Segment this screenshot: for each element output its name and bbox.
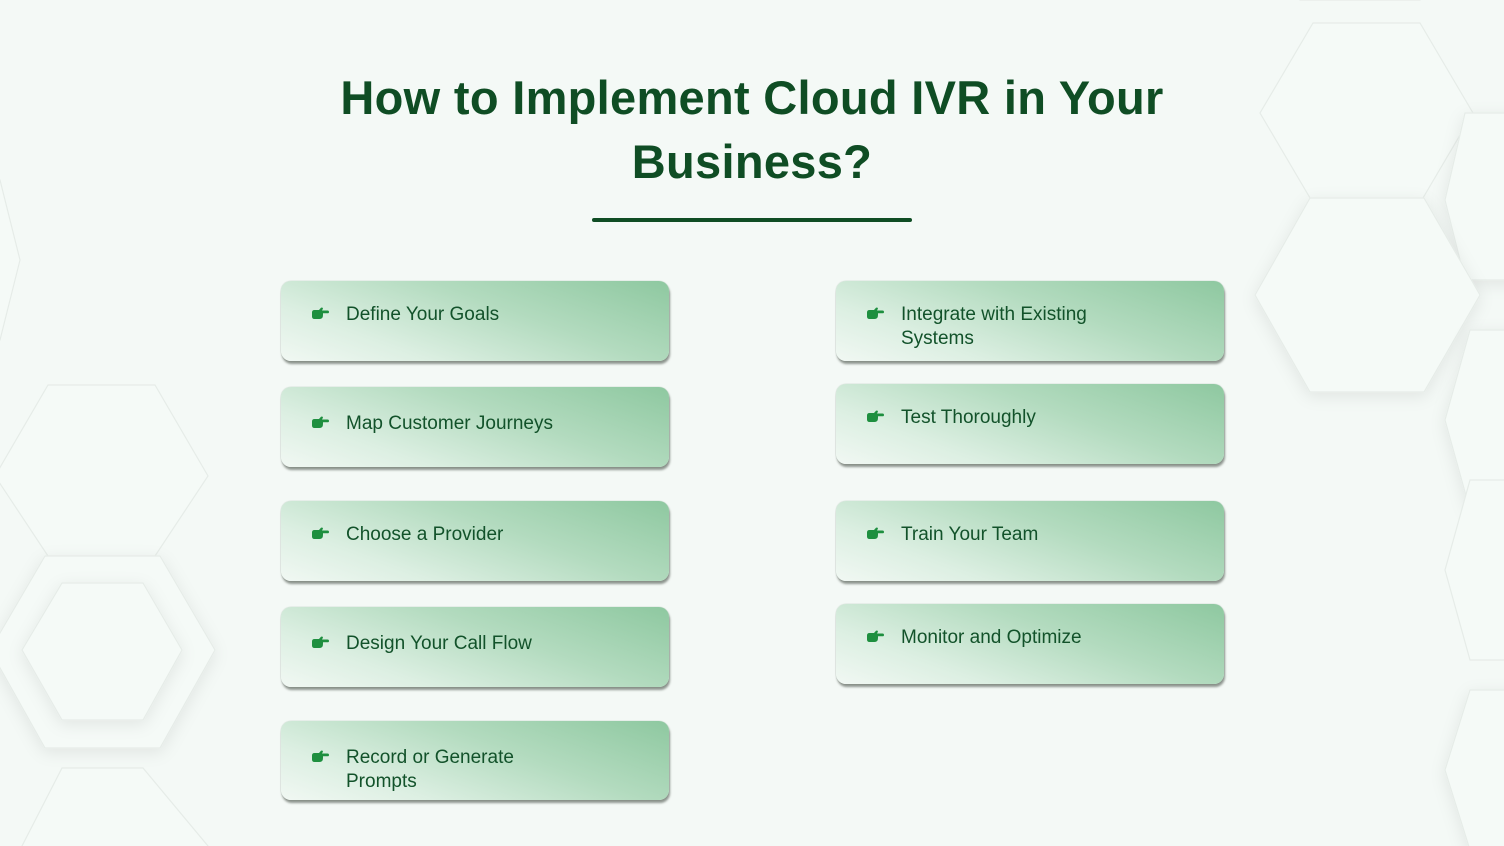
step-card-map-journeys[interactable]: Map Customer Journeys — [281, 387, 669, 467]
step-label: Define Your Goals — [346, 304, 500, 325]
pointing-hand-icon — [312, 527, 329, 539]
pointing-hand-icon — [867, 527, 884, 539]
step-label: Map Customer Journeys — [346, 413, 553, 434]
pointing-hand-icon — [312, 636, 329, 648]
pointing-hand-icon — [867, 307, 884, 319]
step-card-design-call-flow[interactable]: Design Your Call Flow — [281, 607, 669, 687]
title-underline — [592, 218, 912, 222]
step-card-record-prompts[interactable]: Record or Generate Prompts — [281, 721, 669, 800]
step-card-integrate-systems[interactable]: Integrate with Existing Systems — [836, 281, 1224, 361]
title-line-2: Business? — [631, 135, 873, 188]
pointing-hand-icon — [312, 307, 329, 319]
pointing-hand-icon — [867, 410, 884, 422]
pointing-hand-icon — [867, 630, 884, 642]
step-label: Choose a Provider — [346, 524, 504, 545]
step-card-train-team[interactable]: Train Your Team — [836, 501, 1224, 581]
step-label: Integrate with Existing Systems — [901, 304, 1087, 349]
step-label: Train Your Team — [901, 524, 1039, 545]
step-card-define-goals[interactable]: Define Your Goals — [281, 281, 669, 361]
title-line-1: How to Implement Cloud IVR in Your — [340, 71, 1164, 124]
step-label: Monitor and Optimize — [901, 627, 1082, 648]
step-card-choose-provider[interactable]: Choose a Provider — [281, 501, 669, 581]
step-label: Test Thoroughly — [901, 407, 1036, 428]
step-card-test-thoroughly[interactable]: Test Thoroughly — [836, 384, 1224, 464]
step-label: Design Your Call Flow — [346, 633, 532, 654]
step-label: Record or Generate Prompts — [346, 747, 514, 792]
step-card-monitor-optimize[interactable]: Monitor and Optimize — [836, 604, 1224, 684]
page-title: How to Implement Cloud IVR in Your Busin… — [0, 66, 1504, 194]
pointing-hand-icon — [312, 750, 329, 762]
pointing-hand-icon — [312, 416, 329, 428]
